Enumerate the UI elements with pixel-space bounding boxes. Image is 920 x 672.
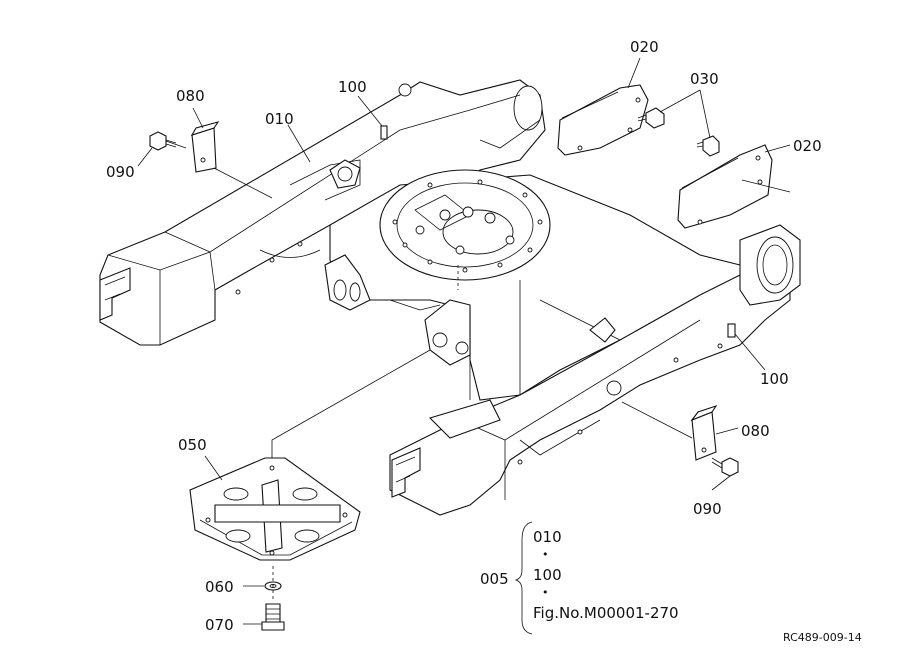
callout-020-top: 020 — [630, 38, 659, 56]
left-track-frame — [99, 79, 546, 346]
callout-090-right: 090 — [693, 500, 722, 518]
center-frame — [324, 169, 761, 401]
callout-100-top: 100 — [338, 78, 367, 96]
callout-050: 050 — [178, 436, 207, 454]
bolt-030-lower — [696, 135, 720, 157]
bolt-090-right — [711, 457, 739, 477]
callout-070: 070 — [205, 616, 234, 634]
bolt-090-left — [149, 131, 177, 151]
bracket-080-left — [190, 121, 220, 173]
set-group: 005 010 • 100 • Fig.No.M00001-270 — [480, 528, 679, 622]
right-track-frame — [389, 224, 801, 516]
set-group-dot-1: • — [542, 548, 549, 561]
set-group-line-1: 010 — [533, 528, 562, 546]
track-cover-upper — [557, 84, 649, 156]
set-group-line-3: Fig.No.M00001-270 — [533, 604, 679, 622]
callout-060: 060 — [205, 578, 234, 596]
bracket-080-right — [690, 404, 718, 461]
callout-020-right: 020 — [793, 137, 822, 155]
set-group-bracket — [514, 521, 533, 635]
leader-lines — [137, 57, 791, 625]
callout-100-right: 100 — [760, 370, 789, 388]
callout-030: 030 — [690, 70, 719, 88]
bolt-030-upper — [637, 107, 665, 129]
set-group-dot-2: • — [542, 586, 549, 599]
callout-labels: 080 010 100 090 020 030 020 100 080 090 … — [106, 38, 822, 634]
callout-090-left: 090 — [106, 163, 135, 181]
set-group-line-2: 100 — [533, 566, 562, 584]
bolt-070 — [261, 603, 285, 631]
drawing-code: RC489-009-14 — [783, 631, 862, 644]
callout-080-left: 080 — [176, 87, 205, 105]
callout-080-right: 080 — [741, 422, 770, 440]
under-cover-plate — [189, 457, 361, 561]
set-group-label: 005 — [480, 570, 509, 588]
track-cover-lower — [677, 144, 773, 229]
callout-010: 010 — [265, 110, 294, 128]
